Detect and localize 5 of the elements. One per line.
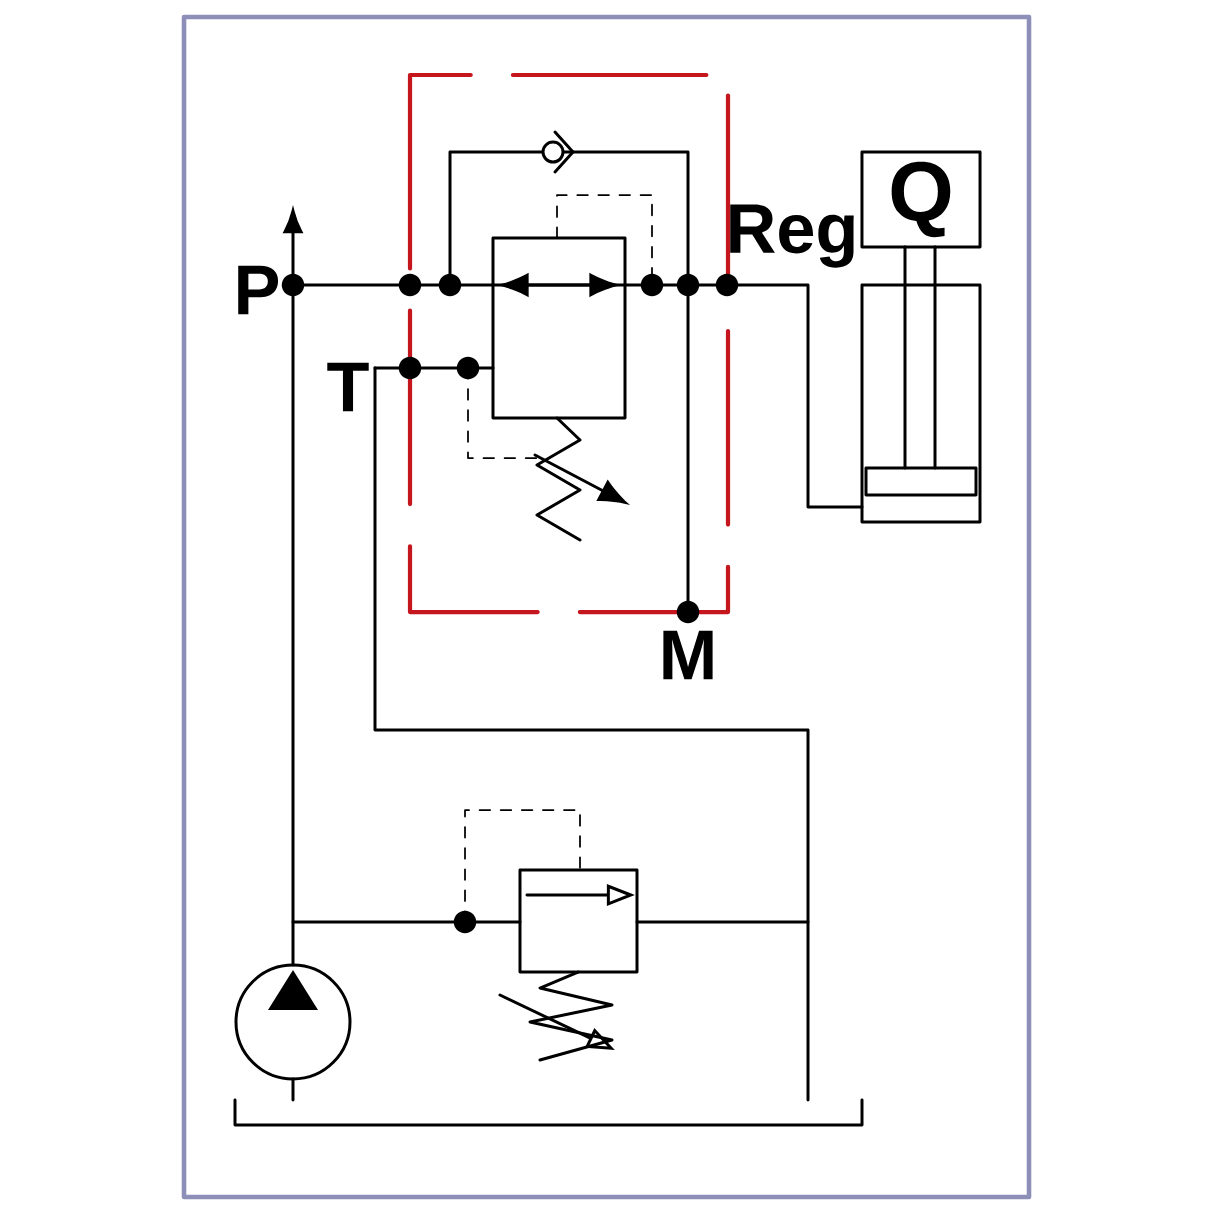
port-label: P (238, 265, 279, 315)
load-box: Q (860, 150, 982, 249)
port-label: T (327, 362, 369, 412)
port-label: M (663, 630, 713, 680)
port-label: Reg (730, 204, 854, 268)
